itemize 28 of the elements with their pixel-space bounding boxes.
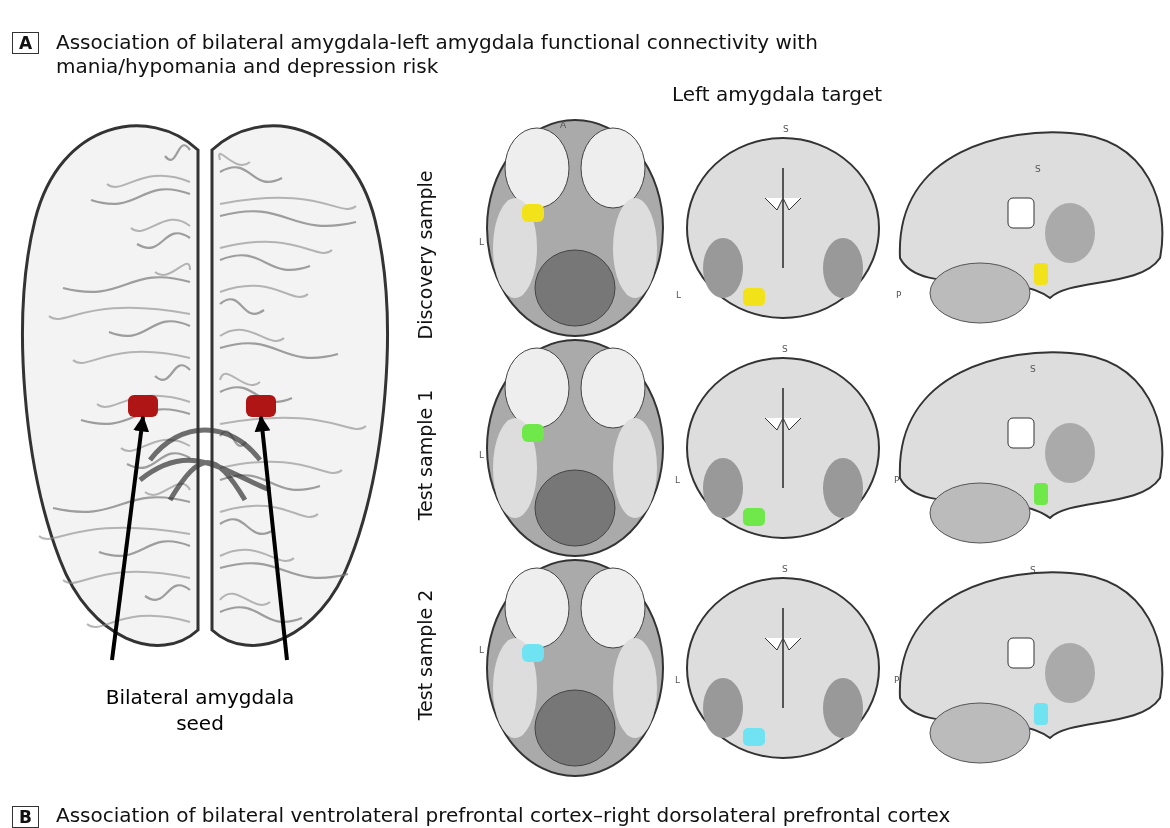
panel-title: Association of bilateral amygdala-left amygdala functional connectivity with mania/hypomania and depression risk	[56, 30, 819, 78]
panel-letter: A	[12, 32, 40, 54]
orientation-letter: S	[783, 124, 789, 134]
orientation-letter: L	[675, 475, 680, 485]
amygdala-region	[246, 395, 276, 417]
panel-title: Association of bilateral ventrolateral prefrontal cortex–right dorsolateral prefrontal cortex	[56, 803, 951, 827]
orientation-letter: P	[896, 290, 902, 300]
orientation-letter: A	[560, 120, 567, 130]
row-label: Test sample 1	[414, 389, 436, 521]
column-heading: Left amygdala target	[672, 82, 883, 106]
leader-arrow	[110, 415, 150, 661]
orientation-letter: L	[675, 675, 680, 685]
row-label: Discovery sample	[414, 170, 436, 340]
orientation-letter: S	[782, 344, 788, 354]
orientation-letter: L	[479, 645, 484, 655]
orientation-letter: P	[894, 675, 900, 685]
orientation-letter: S	[782, 564, 788, 574]
orientation-letter: S	[1035, 164, 1041, 174]
orientation-letter: S	[1030, 364, 1036, 374]
orientation-letter: L	[676, 290, 681, 300]
orientation-letter: P	[894, 475, 900, 485]
seed-label: Bilateral amygdala seed	[104, 684, 296, 736]
leader-arrow	[254, 415, 289, 661]
orientation-letter: L	[479, 450, 484, 460]
amygdala-region	[128, 395, 158, 417]
panel-letter: B	[12, 806, 39, 828]
orientation-letter: L	[479, 237, 484, 247]
row-label: Test sample 2	[414, 589, 436, 721]
